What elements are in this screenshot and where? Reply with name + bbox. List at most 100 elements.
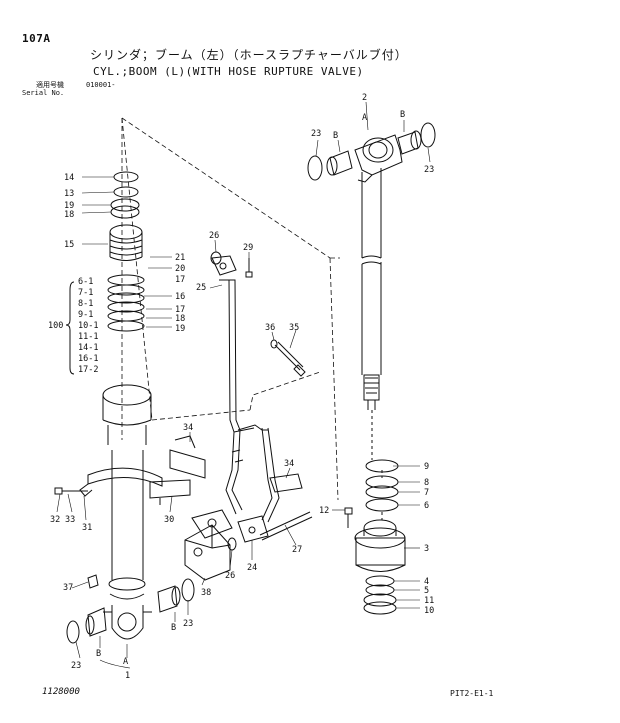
callout-7-1: 7-1 bbox=[78, 288, 93, 298]
bolt-32 bbox=[54, 487, 88, 495]
callout-17-2: 17-2 bbox=[78, 365, 98, 375]
bracket-34-left bbox=[169, 435, 206, 479]
piston-part-3 bbox=[354, 519, 406, 572]
screw-12 bbox=[344, 507, 353, 528]
callout-6: 6 bbox=[424, 501, 429, 511]
callout-19-top: 19 bbox=[64, 201, 74, 211]
callout-23-top-right: 23 bbox=[424, 165, 434, 175]
title-japanese: シリンダ；ブーム（左）（ホースラプチャーバルブ付） bbox=[90, 48, 408, 62]
callout-23-top-left: 23 bbox=[311, 129, 321, 139]
callout-36: 36 bbox=[265, 323, 275, 333]
callout-11-1: 11-1 bbox=[78, 332, 98, 342]
callout-10-1: 10-1 bbox=[78, 321, 98, 331]
callout-34-left: 34 bbox=[183, 423, 193, 433]
callout-27: 27 bbox=[292, 545, 302, 555]
callout-18-b: 18 bbox=[175, 314, 185, 324]
callout-4: 4 bbox=[424, 577, 429, 587]
bushing-b-right bbox=[397, 130, 422, 155]
ring-19-top bbox=[110, 198, 140, 212]
bushing-b-bottom-right bbox=[157, 585, 181, 613]
callout-17-b: 17 bbox=[175, 305, 185, 315]
ring-18-top bbox=[110, 205, 140, 219]
callout-6-1: 6-1 bbox=[78, 277, 93, 287]
page-id: 107A bbox=[22, 32, 51, 45]
flange-28 bbox=[211, 255, 237, 276]
serial-label-japanese: 適用号機 bbox=[36, 81, 64, 89]
callout-16: 16 bbox=[175, 292, 185, 302]
callout-33: 33 bbox=[65, 515, 75, 525]
piston-rod bbox=[361, 168, 382, 460]
ring-10 bbox=[363, 601, 397, 615]
ring-6 bbox=[365, 498, 399, 512]
serial-value: 010001- bbox=[86, 81, 116, 89]
fitting-37 bbox=[87, 574, 99, 589]
callout-8: 8 bbox=[424, 478, 429, 488]
callout-a-top: A bbox=[362, 113, 367, 123]
callout-12: 12 bbox=[319, 506, 329, 516]
callout-16-1: 16-1 bbox=[78, 354, 98, 364]
callout-labels: 2 A B B 23 23 14 1 3 19 18 15 21 20 6-1 7… bbox=[48, 93, 434, 681]
bracket-34-right bbox=[269, 473, 303, 493]
washer-36 bbox=[270, 339, 278, 349]
callout-b-bottom-left: B bbox=[96, 649, 101, 659]
callout-23-bottom-right: 23 bbox=[183, 619, 193, 629]
ring-13 bbox=[113, 186, 139, 198]
callout-3: 3 bbox=[424, 544, 429, 554]
dust-seal-23-bottom-right bbox=[181, 578, 195, 602]
callout-20: 20 bbox=[175, 264, 185, 274]
valve-block-30 bbox=[191, 509, 233, 539]
callout-17-a: 17 bbox=[175, 275, 185, 285]
callout-21: 21 bbox=[175, 253, 185, 263]
callout-25: 25 bbox=[196, 283, 206, 293]
flange-24 bbox=[237, 515, 269, 543]
callout-38: 38 bbox=[201, 588, 211, 598]
callout-b-top-left: B bbox=[333, 131, 338, 141]
bushing-b-left bbox=[326, 150, 353, 176]
callout-1: 1 bbox=[125, 671, 130, 681]
title-english: CYL.;BOOM (L)(WITH HOSE RUPTURE VALVE) bbox=[93, 65, 364, 78]
callout-34-right: 34 bbox=[284, 459, 294, 469]
bushing-b-bottom-left bbox=[85, 607, 107, 637]
callout-19-b: 19 bbox=[175, 324, 185, 334]
bolt-29 bbox=[245, 258, 253, 278]
callout-14: 14 bbox=[64, 173, 74, 183]
callout-32: 32 bbox=[50, 515, 60, 525]
callout-24: 24 bbox=[247, 563, 257, 573]
callout-5: 5 bbox=[424, 586, 429, 596]
callout-a-bottom: A bbox=[123, 657, 128, 667]
serial-label-english: Serial No. bbox=[22, 89, 65, 97]
callout-23-bottom-left: 23 bbox=[71, 661, 81, 671]
ring-14 bbox=[113, 171, 139, 183]
callout-10: 10 bbox=[424, 606, 434, 616]
callout-31: 31 bbox=[82, 523, 92, 533]
cylinder-head-15 bbox=[109, 224, 143, 261]
assembly-outline bbox=[121, 117, 340, 501]
bracket-30 bbox=[149, 479, 191, 505]
footer-drawing-code: 1128000 bbox=[42, 687, 80, 697]
callout-15: 15 bbox=[64, 240, 74, 250]
cylinder-tube-part-1 bbox=[102, 384, 152, 640]
dust-seal-23-bottom-left bbox=[66, 620, 80, 644]
footer-page-code: PIT2-E1-1 bbox=[450, 689, 494, 698]
bolt-35 bbox=[274, 341, 306, 377]
callout-9: 9 bbox=[424, 462, 429, 472]
callout-8-1: 8-1 bbox=[78, 299, 93, 309]
callout-35: 35 bbox=[289, 323, 299, 333]
callout-14-1: 14-1 bbox=[78, 343, 98, 353]
rod-eye-part-2 bbox=[354, 134, 403, 183]
callout-b-bottom-right: B bbox=[171, 623, 176, 633]
callout-2: 2 bbox=[362, 93, 367, 103]
hose-rupture-valve-38 bbox=[184, 524, 231, 581]
ring-clamp-28-lower bbox=[231, 449, 244, 463]
pipe-25 bbox=[219, 279, 280, 523]
band-31 bbox=[79, 467, 163, 497]
callout-30: 30 bbox=[164, 515, 174, 525]
seal-stack-100 bbox=[107, 274, 145, 332]
callout-9-1: 9-1 bbox=[78, 310, 93, 320]
callout-b-top-right: B bbox=[400, 110, 405, 120]
callout-26-bottom: 26 bbox=[225, 571, 235, 581]
dust-seal-23-left bbox=[307, 155, 323, 181]
brace-100 bbox=[65, 281, 75, 375]
callout-29: 29 bbox=[243, 243, 253, 253]
